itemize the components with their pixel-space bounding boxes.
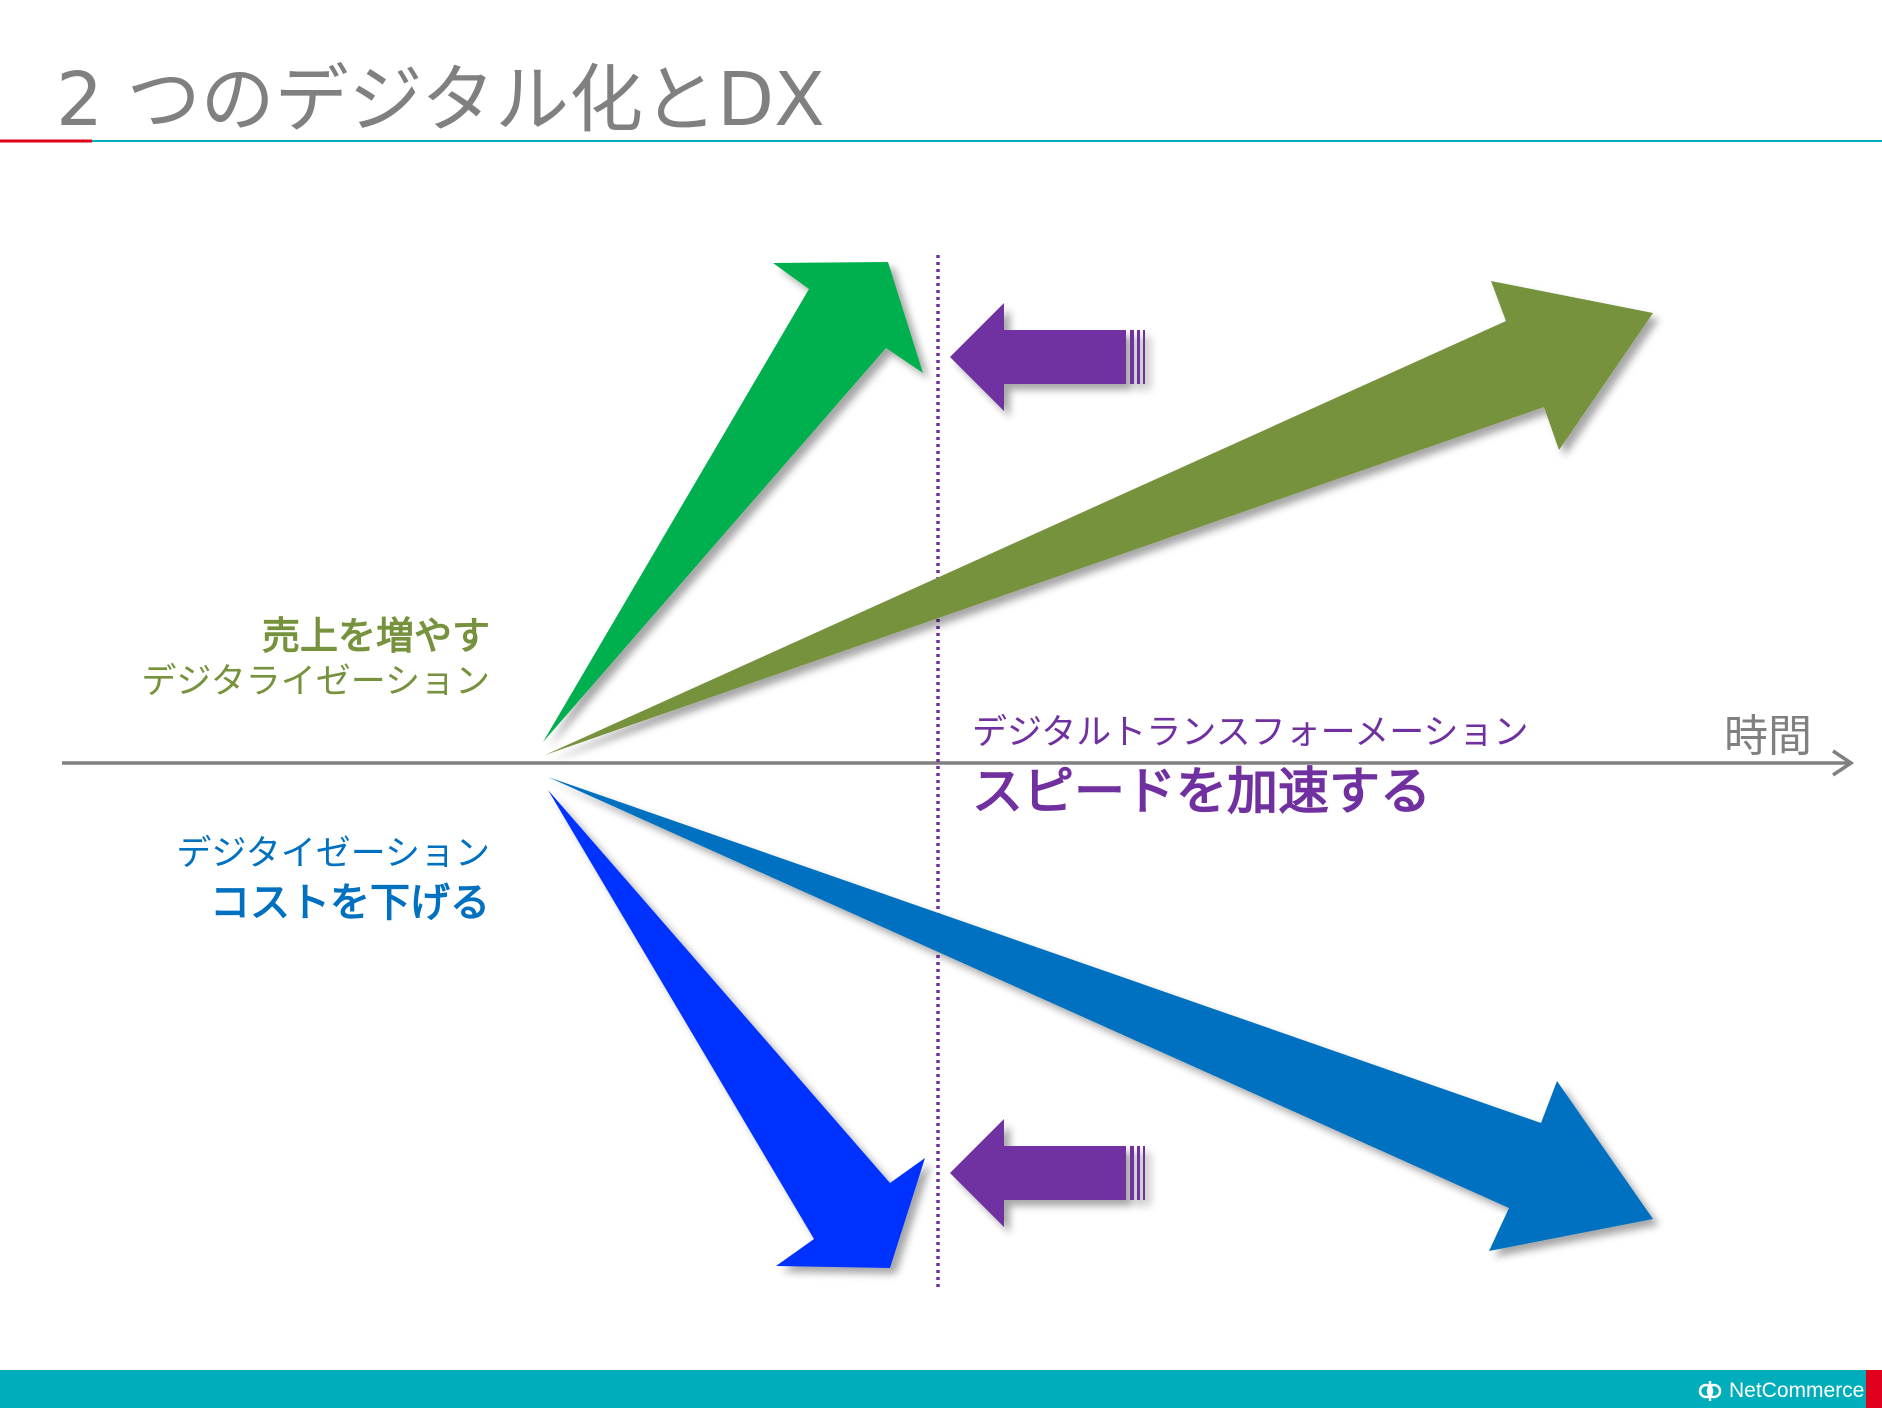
speed-bold-label: スピードを加速する xyxy=(972,763,1432,822)
cost-bold-label: コストを下げる xyxy=(210,880,490,926)
digitization-label: デジタイゼーション xyxy=(176,834,490,874)
digitalization-label: デジタライゼーション xyxy=(141,662,490,702)
footer-accent xyxy=(1866,1370,1882,1408)
sales-arrow-short xyxy=(543,262,923,742)
footer-logo-text: NetCommerce xyxy=(1729,1379,1865,1402)
time-axis-label: 時間 xyxy=(1724,711,1812,762)
speed-arrow-top xyxy=(950,303,1145,411)
sales-arrow-long xyxy=(545,281,1653,755)
sales-bold-label: 売上を増やす xyxy=(261,614,490,658)
speed-arrow-bottom xyxy=(950,1119,1145,1227)
time-axis-arrowhead-icon xyxy=(1832,749,1855,777)
footer-bar xyxy=(0,1370,1882,1408)
netcommerce-logo-icon xyxy=(1698,1381,1722,1401)
cost-arrow-short xyxy=(548,790,925,1268)
cost-arrow-long xyxy=(548,777,1653,1251)
dx-label: デジタルトランスフォーメーション xyxy=(972,713,1529,753)
footer-logo: NetCommerce xyxy=(1697,1377,1864,1405)
page-title: 2 つのデジタル化とDX xyxy=(56,57,825,143)
